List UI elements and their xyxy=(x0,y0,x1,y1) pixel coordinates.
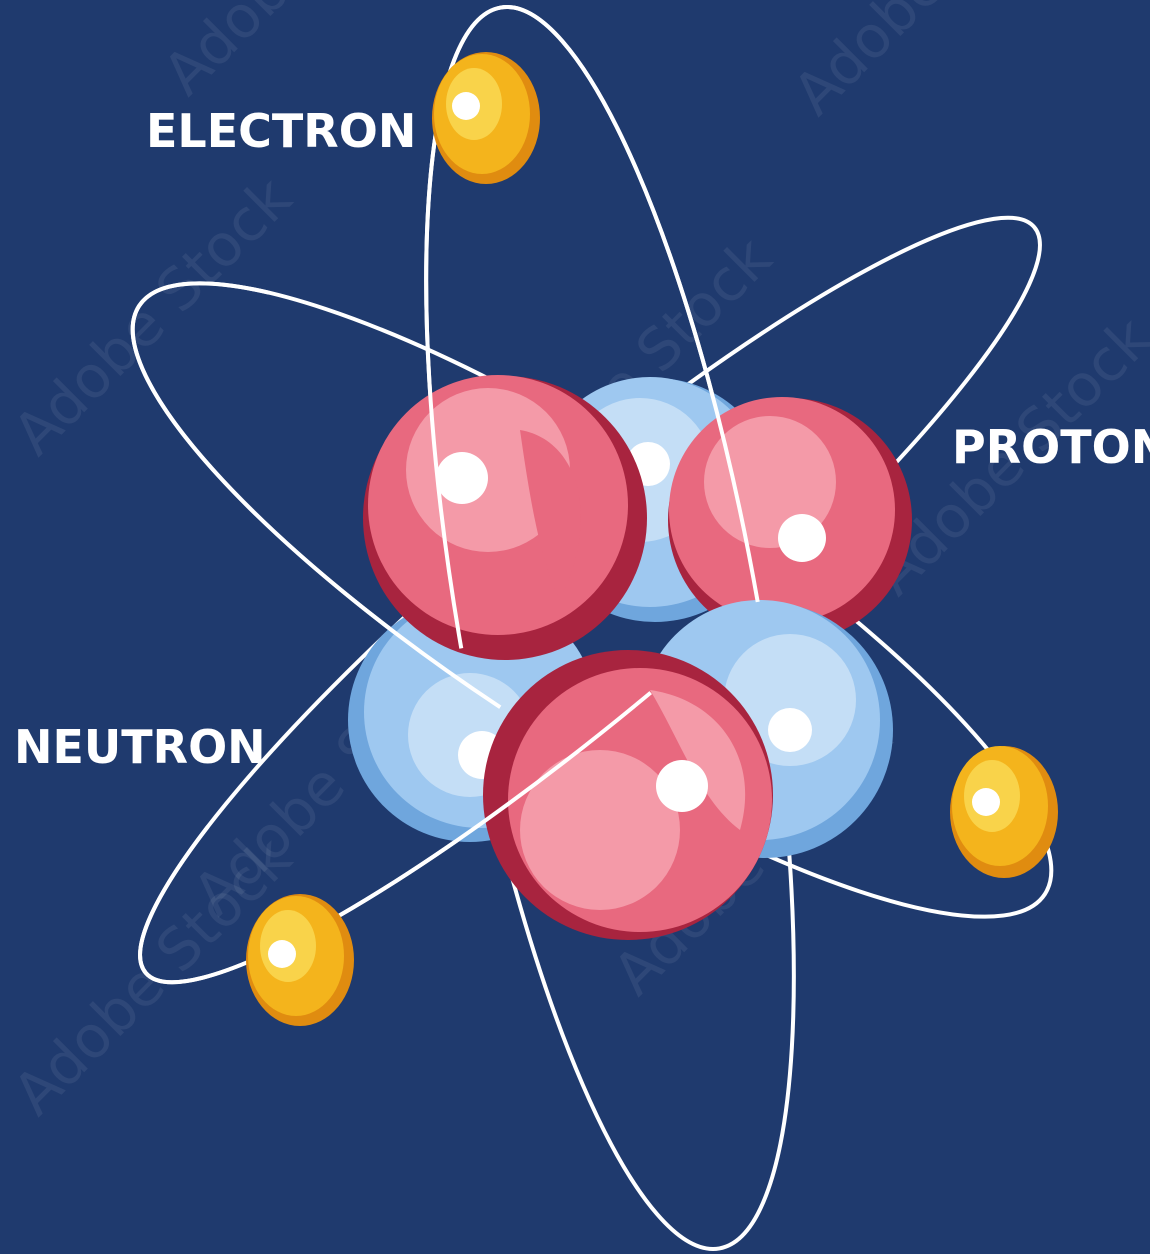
electron-particle xyxy=(950,746,1058,878)
neutron-label: NEUTRON xyxy=(14,720,266,774)
electron-particle xyxy=(432,52,540,184)
orbit-diagonal-left-front xyxy=(130,281,1054,919)
proton-particle xyxy=(363,375,647,660)
electron-label: ELECTRON xyxy=(146,104,417,158)
proton-particle xyxy=(483,650,773,940)
electron-particle xyxy=(246,894,354,1026)
proton-label: PROTON xyxy=(952,420,1150,474)
orbit-vertical-front xyxy=(424,5,796,1251)
orbit-diagonal-right-front xyxy=(138,215,1042,985)
